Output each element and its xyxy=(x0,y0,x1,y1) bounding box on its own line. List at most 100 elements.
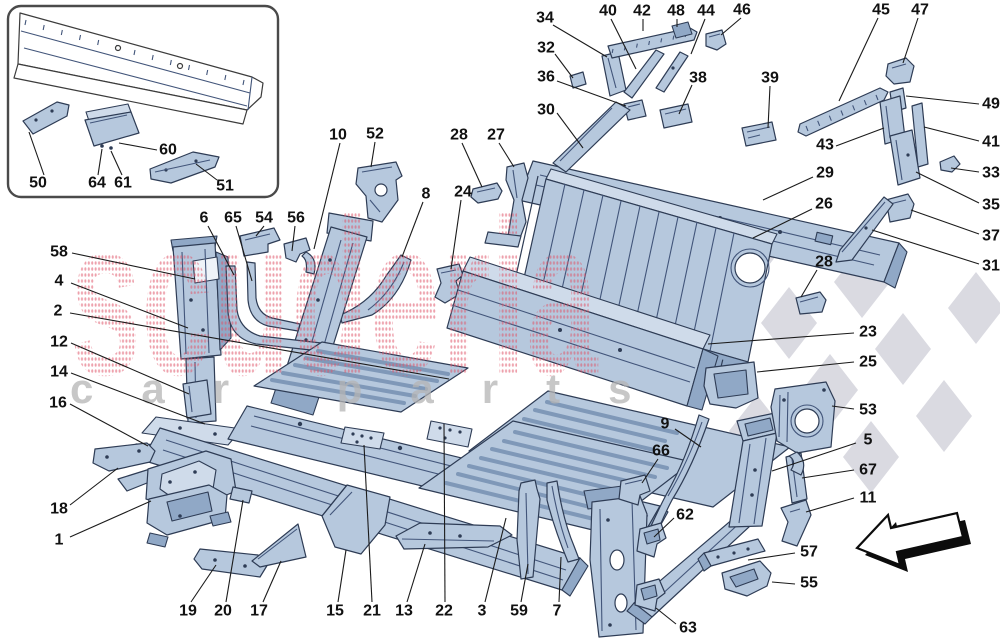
part-bracket-37 xyxy=(885,193,915,223)
leader-line-41 xyxy=(923,126,980,142)
part-rail-45 xyxy=(797,87,889,137)
leader-line-51 xyxy=(195,163,218,181)
callout-16: 16 xyxy=(49,395,67,412)
callout-50: 50 xyxy=(29,175,47,192)
part-rail-42 xyxy=(607,21,698,59)
callout-15: 15 xyxy=(326,603,344,620)
leader-line-22 xyxy=(443,423,446,603)
leader-line-15 xyxy=(337,549,347,603)
leader-line-13 xyxy=(406,543,426,603)
leader-line-38 xyxy=(678,84,693,115)
callout-44: 44 xyxy=(697,3,715,20)
part-brace-44 xyxy=(655,51,689,93)
callout-4: 4 xyxy=(55,273,64,290)
part-bracket-32 xyxy=(569,71,587,89)
leader-line-8 xyxy=(401,201,424,258)
callout-18: 18 xyxy=(50,501,68,518)
part-brace-35 xyxy=(889,129,921,186)
tick-mark xyxy=(875,94,879,101)
leader-line-34 xyxy=(552,24,608,58)
inset-part-50 xyxy=(22,101,70,135)
callout-46: 46 xyxy=(733,2,751,19)
callout-45: 45 xyxy=(872,2,890,19)
inset-sill-line-art xyxy=(13,12,264,125)
callout-54: 54 xyxy=(255,210,273,227)
callout-30: 30 xyxy=(537,102,555,119)
tick-mark xyxy=(42,24,45,31)
callout-48: 48 xyxy=(667,3,685,20)
callout-10: 10 xyxy=(329,127,347,144)
callout-5: 5 xyxy=(864,432,873,449)
callout-36: 36 xyxy=(537,69,555,86)
leader-line-37 xyxy=(910,209,980,235)
callout-8: 8 xyxy=(422,186,431,203)
part-plate-12 xyxy=(182,379,212,419)
leader-line-20 xyxy=(225,499,244,603)
callout-21: 21 xyxy=(363,603,381,620)
leader-line-5 xyxy=(771,442,857,472)
callout-65: 65 xyxy=(224,210,242,227)
part-suspension-tower-1 xyxy=(117,450,237,548)
callout-14: 14 xyxy=(50,364,68,381)
callout-31: 31 xyxy=(982,258,1000,275)
leader-line-46 xyxy=(720,17,742,36)
leader-line-23 xyxy=(707,332,855,345)
leader-line-63 xyxy=(655,607,677,625)
callout-23: 23 xyxy=(859,324,877,341)
part-hinge-pillar-53 xyxy=(770,381,836,476)
part-plate-13 xyxy=(395,522,513,550)
leader-line-64 xyxy=(97,148,103,176)
callout-33: 33 xyxy=(982,165,1000,182)
part-bracket-38 xyxy=(659,103,693,129)
leader-line-16 xyxy=(69,403,149,447)
leader-line-35 xyxy=(915,171,980,204)
leader-line-14 xyxy=(70,372,206,425)
callout-28: 28 xyxy=(815,254,833,271)
callout-42: 42 xyxy=(633,3,651,20)
tick-mark xyxy=(840,110,844,116)
part-gusset-17 xyxy=(251,523,307,568)
callout-39: 39 xyxy=(761,70,779,87)
tick-mark xyxy=(133,49,136,56)
tick-mark xyxy=(224,74,227,81)
leader-line-53 xyxy=(831,405,855,410)
callout-58: 58 xyxy=(50,244,68,261)
inset-part-51 xyxy=(149,151,220,184)
callout-64: 64 xyxy=(88,175,106,192)
leader-line-19 xyxy=(190,564,217,603)
part-strip-41 xyxy=(911,102,929,168)
part-bracket-54 xyxy=(239,227,281,257)
callout-28: 28 xyxy=(450,127,468,144)
leader-line-28 xyxy=(800,269,818,298)
callout-1: 1 xyxy=(55,532,64,549)
part-sill-31 xyxy=(835,196,894,263)
leader-line-39 xyxy=(767,85,771,129)
tick-mark xyxy=(817,120,821,127)
tick-mark xyxy=(635,43,638,48)
callout-41: 41 xyxy=(982,134,1000,151)
callout-35: 35 xyxy=(982,197,1000,214)
leader-line-60 xyxy=(118,142,158,151)
arrow-body xyxy=(855,511,965,567)
tick-mark xyxy=(24,19,27,26)
inset-panel xyxy=(6,4,280,199)
callout-40: 40 xyxy=(599,3,617,20)
checker-diamond xyxy=(916,380,972,452)
tick-mark xyxy=(169,59,172,66)
part-bracket-62 xyxy=(636,522,667,558)
leader-line-65 xyxy=(235,225,253,282)
part-bracket-56 xyxy=(283,237,316,275)
callout-19: 19 xyxy=(179,603,197,620)
leader-line-59 xyxy=(520,563,529,603)
part-piece-11 xyxy=(780,499,812,547)
inset-frame xyxy=(6,4,280,199)
callout-6: 6 xyxy=(200,210,209,227)
leader-line-29 xyxy=(762,176,814,201)
tick-mark xyxy=(648,40,651,46)
tick-mark xyxy=(805,125,809,132)
leader-line-47 xyxy=(902,17,919,64)
callout-20: 20 xyxy=(214,603,232,620)
leader-line-7 xyxy=(558,556,562,603)
